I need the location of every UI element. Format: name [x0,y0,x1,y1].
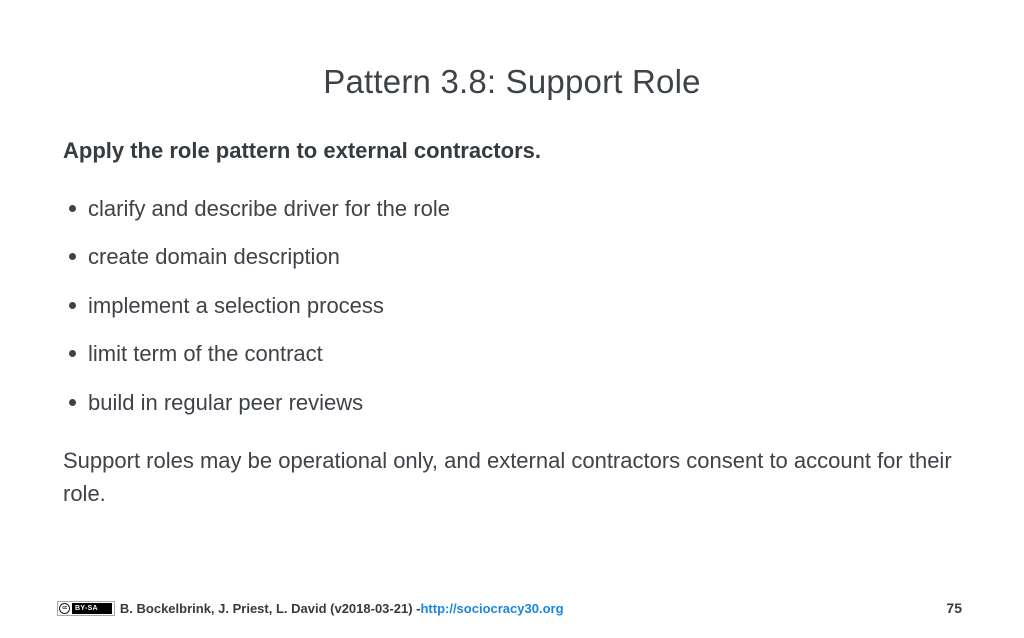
attribution-text: B. Bockelbrink, J. Priest, L. David (v20… [119,600,421,616]
cc-by-sa-badge: cc BY-SA [57,600,115,616]
bullet-item: create domain description [63,244,961,270]
bullet-item: implement a selection process [63,293,961,319]
page-number: 75 [946,600,962,616]
bullet-item: clarify and describe driver for the role [63,196,961,222]
attribution-link[interactable]: http://sociocracy30.org [420,600,564,616]
slide: Pattern 3.8: Support Role Apply the role… [0,62,1024,638]
cc-license-icon: cc [59,602,70,614]
bullet-item: limit term of the contract [63,341,961,367]
slide-footer: cc BY-SA B. Bockelbrink, J. Priest, L. D… [57,600,962,616]
intro-text: Apply the role pattern to external contr… [63,137,541,163]
page-title: Pattern 3.8: Support Role [323,63,701,100]
closing-paragraph: Support roles may be operational only, a… [63,447,952,506]
license-label: BY-SA [72,602,112,614]
bullet-list: clarify and describe driver for the role… [63,196,961,416]
bullet-item: build in regular peer reviews [63,390,961,416]
